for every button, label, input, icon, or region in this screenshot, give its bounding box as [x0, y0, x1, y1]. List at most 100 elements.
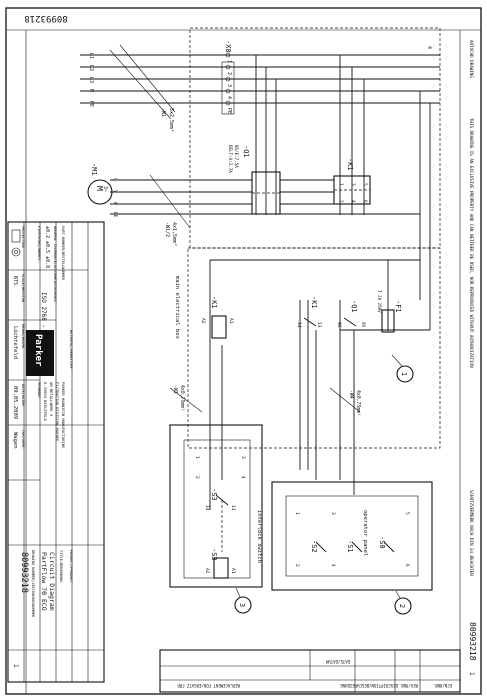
tb-tolerance-class: ISO 2768 - K	[40, 292, 47, 336]
tb-tolerance: ±0.2 ±0.5 ±0.8	[44, 226, 50, 268]
op-term-5: 5	[404, 512, 410, 515]
line-label-l1: L1	[88, 53, 94, 59]
tb-address-1: AM METALLWERK 9	[49, 382, 54, 417]
title-block	[7, 221, 105, 683]
q1-aux-label: -Q1	[350, 300, 358, 313]
ref-bubble-2-num: 2	[398, 604, 406, 608]
motor-cable-spec: 4x1,5mm²	[171, 222, 177, 246]
tb-chk-label: CHK/GEPR.	[21, 430, 25, 449]
motor-m: M	[95, 186, 104, 191]
motor-term-pe: PE	[112, 212, 118, 218]
k1-contact-14: 14	[296, 322, 302, 328]
s1-label: -S1	[346, 540, 354, 553]
main-box-label: main electrical box	[174, 276, 180, 340]
motor-label: -M1	[90, 163, 98, 176]
rev-sheet: 1	[468, 672, 475, 676]
q1-aux-95: 95	[360, 322, 366, 328]
revision-block	[159, 649, 461, 693]
s0-label: -S0	[378, 536, 386, 549]
x0-term-1: 1	[226, 60, 232, 63]
line-label-l3: L3	[88, 77, 94, 83]
tb-title-2: PartFlow 70 ECO	[40, 552, 48, 611]
drawing-number-top: 80993218	[24, 13, 67, 23]
interlock-box-label: interlock switch	[256, 510, 262, 563]
k1-coil-a1: A1	[228, 318, 234, 324]
k1-coil	[211, 315, 227, 339]
tb-projection: PROJECTION	[21, 226, 25, 248]
tb-drawing-no-label: DRAWING NUMBER/ZEICHNUNGSNUMMER	[31, 550, 35, 618]
q1-spec-2: DELT:A:3.7A	[228, 145, 233, 173]
s3-label: -S3	[210, 488, 218, 501]
motor-terminals: U V W PE	[112, 178, 118, 218]
k1-coil-label: -K1	[210, 296, 218, 309]
rev-description: DESCRIPTION/BESCHREIBUNG	[340, 683, 398, 688]
op-term-3: 3	[330, 512, 336, 515]
f1-spec: T 2A 250V	[377, 290, 382, 313]
tb-scale: NTS	[12, 276, 18, 285]
interlock-box-outer	[169, 424, 263, 588]
sheet-frame	[5, 7, 482, 695]
k1-pole-numbers: 1 3 5 2 4 6	[338, 183, 368, 203]
ref-bubble-3	[234, 596, 252, 614]
ref-bubble-3-num: 3	[238, 603, 246, 607]
motor-term-v: V	[112, 190, 118, 193]
ref-bubble-1-num: 1	[400, 372, 408, 376]
x0-label: -X0	[224, 40, 232, 53]
tb-scale-label: SCALE/MASSTAB	[21, 274, 25, 302]
k1-pole-2: 2	[338, 200, 344, 203]
tb-part-number-label: PART NUMBER/BESTELLNUMMER	[61, 226, 65, 281]
tb-division: PARKER HANNIFIN MANUFACTURING	[61, 382, 66, 449]
terminal-circles	[225, 52, 231, 106]
ref-bubble-2-leader	[395, 590, 401, 599]
w1-spec: 5x2,5mm²	[168, 108, 174, 132]
op-term-2: 2	[294, 564, 300, 567]
x0-term-3: 3	[226, 84, 232, 87]
q1-spec-1: BS/E:7.5A	[234, 145, 239, 168]
il-term-3: 3	[240, 456, 246, 459]
line-label-l2: L2	[88, 65, 94, 71]
op-term-6: 6	[404, 564, 410, 567]
tb-drawn: Lüchtefeld	[12, 326, 18, 359]
k1-contact-13: 13	[316, 322, 322, 328]
tb-sheet: 1	[12, 664, 19, 668]
il-term-a2: A2	[204, 568, 210, 574]
motor-feed-wires	[110, 179, 420, 215]
w3-spec: 4x0,75mm²	[179, 385, 185, 411]
motor-term-u: U	[112, 178, 118, 181]
tb-general-tolerance: GENERAL TOLERANCE/ALLGEMEINTOLERANZ	[53, 226, 57, 303]
k1-contact-label: -K1	[310, 296, 318, 309]
motor-phases: 3~	[102, 186, 108, 192]
tb-finishing: FINISHING/OBERFL.	[37, 226, 41, 263]
terminal-line-labels: L1 L2 L3 N PE 1 2 3 4 PE 4	[88, 46, 432, 114]
copyright-note: THIS DRAWING IS AN EXCLUSIVE PROPERTY AN…	[469, 118, 474, 368]
k1-contact-blade	[303, 317, 317, 327]
tb-division-2: FILTRATION DIVISION EUROPE	[55, 382, 60, 442]
il-term-1: 1	[194, 456, 200, 459]
motor-term-w: W	[112, 202, 118, 205]
x0-terminal-strip	[221, 61, 235, 115]
w3-cable-slash	[169, 387, 203, 413]
din-note: SCHUTZVERMERK NACH DIN 34 BEACHTEN	[469, 490, 474, 576]
parker-logo-text: Parker	[33, 334, 43, 367]
il-term-2: 2	[194, 476, 200, 479]
w4-cable-slash	[329, 387, 361, 413]
rev-rev: REV/ÄND.	[399, 683, 418, 688]
ref-bubble-3-leader	[235, 587, 241, 598]
operator-switch-blades	[315, 541, 395, 553]
w4-label: -W4	[348, 390, 354, 399]
il-term-4: 4	[240, 476, 246, 479]
main-box-outline-lower	[187, 247, 441, 449]
rev-replacement: REPLACEMENT FOR/ERSATZ FÜR	[177, 683, 240, 688]
tb-chk: Wagen	[12, 432, 18, 449]
ref-bubble-2	[394, 597, 412, 615]
tb-product: PRODUCT/PRODUKT	[69, 550, 73, 583]
f1-label: -F1	[394, 300, 402, 313]
tb-date-label: DATE/DATUM	[21, 384, 25, 406]
op-term-4: 4	[330, 564, 336, 567]
motor-symbol	[87, 179, 113, 205]
tb-drawing-no: 80993218	[19, 552, 29, 593]
il-term-13: 13	[230, 505, 236, 511]
x0-term-pe: PE	[226, 108, 232, 114]
tb-address-3: GERMANY	[37, 382, 42, 399]
